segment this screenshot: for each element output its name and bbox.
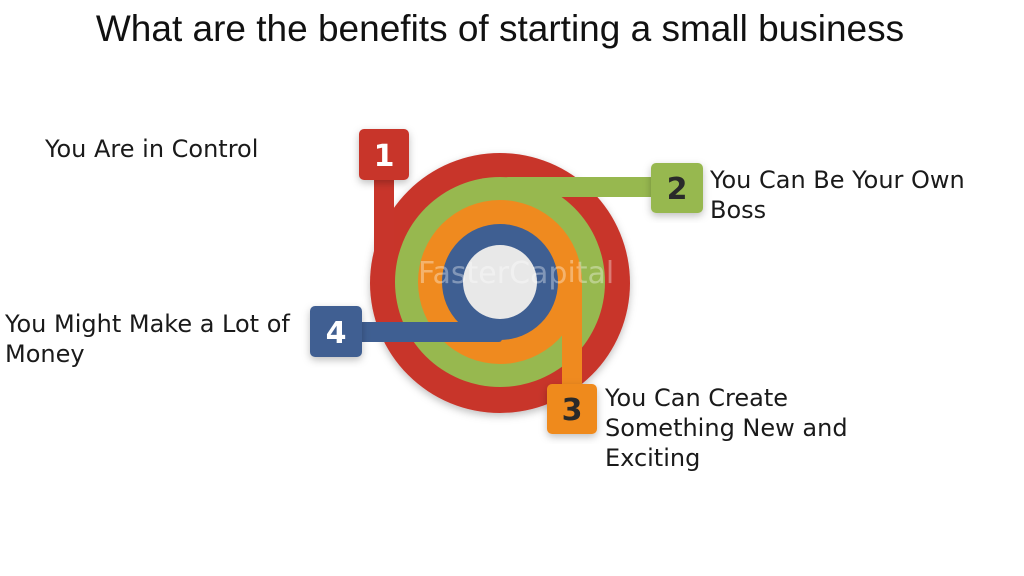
badge-2-number: 2: [667, 172, 688, 207]
connector-1: [374, 170, 394, 285]
connector-4: [352, 322, 502, 342]
badge-4: 4: [310, 306, 362, 357]
connector-3: [562, 282, 582, 392]
connector-2: [505, 177, 658, 197]
watermark-text: FasterCapital: [418, 256, 614, 291]
center-circle: [463, 245, 537, 319]
badge-3: 3: [547, 384, 597, 434]
page-title: What are the benefits of starting a smal…: [95, 8, 905, 49]
benefit-label-1: You Are in Control: [45, 135, 259, 163]
benefit-label-3: You Can Create Something New and Excitin…: [605, 384, 848, 472]
badge-4-number: 4: [326, 316, 347, 351]
badge-2: 2: [651, 163, 703, 213]
badge-3-number: 3: [562, 393, 583, 428]
benefit-label-2: You Can Be Your Own Boss: [710, 166, 965, 224]
badge-1: 1: [359, 129, 409, 180]
badge-1-number: 1: [374, 139, 395, 174]
benefit-label-4: You Might Make a Lot of Money: [5, 310, 290, 368]
